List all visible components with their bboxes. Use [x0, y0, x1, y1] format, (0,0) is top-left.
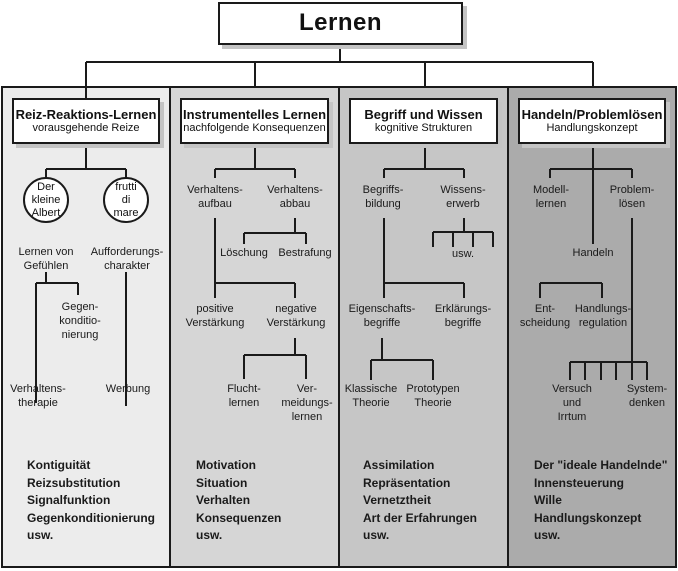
column-2-subtree: [214, 218, 307, 379]
summary-item: Der "ideale Handelnde": [534, 458, 668, 472]
column-2-connector: [214, 142, 296, 178]
node-modelllernen: Modell- lernen: [532, 184, 570, 210]
node-eigenschaftsbegriffe: Eigenschafts- begriffe: [348, 303, 416, 329]
summary-item: Verhalten: [196, 493, 251, 507]
column-1-summary: Kontiguität Reizsubstitution Signalfunkt…: [27, 457, 155, 545]
summary-item: Konsequenzen: [196, 510, 282, 525]
node-versuch-und-irrtum: Versuch und Irrtum: [552, 383, 592, 423]
node-vermeidungslernen: Ver- meidungs- lernen: [281, 383, 333, 423]
node-fluchtlernen: Flucht- lernen: [227, 383, 261, 409]
summary-item: Situation: [196, 475, 248, 490]
node-handlungsregulation: Handlungs- regulation: [574, 303, 632, 329]
summary-item: Repräsentation: [363, 475, 451, 490]
column-3-title: Begriff und Wissen: [364, 107, 483, 122]
root-connector: [85, 44, 594, 87]
node-gegenkonditionierung: Gegen- konditio- nierung: [59, 301, 101, 341]
column-1-connector: [45, 87, 127, 178]
column-4-subtitle: Handlungskonzept: [546, 122, 638, 134]
root-node: Lernen: [218, 2, 463, 45]
column-4-summary: Der "ideale Handelnde" Innensteuerung Wi…: [534, 457, 667, 545]
summary-item: Kontiguität: [27, 458, 91, 472]
node-positive-verstaerkung: positive Verstärkung: [185, 303, 245, 329]
node-problemloesen: Problem- lösen: [609, 184, 655, 210]
summary-item: Motivation: [196, 458, 256, 472]
example-circle-albert: Der kleine Albert: [23, 177, 69, 223]
root-title: Lernen: [298, 9, 382, 36]
summary-item: usw.: [196, 528, 223, 542]
summary-item: usw.: [363, 528, 390, 542]
node-entscheidung: Ent- scheidung: [519, 303, 571, 329]
column-3-summary: Assimilation Repräsentation Vernetztheit…: [363, 457, 477, 545]
column-1-subtitle: vorausgehende Reize: [32, 122, 140, 134]
summary-item: Assimilation: [363, 458, 435, 472]
node-lernen-von-gefuehlen: Lernen von Gefühlen: [18, 246, 74, 272]
summary-item: Vernetztheit: [363, 493, 432, 507]
column-4-connector: [549, 142, 633, 244]
node-klassische-theorie: Klassische Theorie: [344, 383, 398, 409]
node-werbung: Werbung: [105, 383, 151, 395]
column-1-subtree: [35, 272, 127, 406]
summary-item: Gegenkonditionierung: [27, 510, 155, 525]
node-verhaltensaufbau: Verhaltens- aufbau: [187, 184, 243, 210]
summary-item: usw.: [534, 528, 561, 542]
column-3-connector: [383, 142, 465, 178]
node-systemdenken: System- denken: [626, 383, 668, 409]
column-2-title: Instrumentelles Lernen: [182, 107, 327, 122]
node-negative-verstaerkung: negative Verstärkung: [266, 303, 326, 329]
summary-item: usw.: [27, 528, 54, 542]
example-circle-frutti: frutti di mare: [103, 177, 149, 223]
node-begriffsbildung: Begriffs- bildung: [362, 184, 404, 210]
column-3-panel: [338, 86, 509, 568]
summary-item: Handlungskonzept: [534, 510, 642, 525]
summary-item: Art der Erfahrungen: [363, 510, 478, 525]
node-wissenserwerb: Wissens- erwerb: [440, 184, 486, 210]
column-3-subtitle: kognitive Strukturen: [374, 122, 473, 134]
column-2-header: Instrumentelles Lernen nachfolgende Kons…: [180, 98, 329, 144]
node-verhaltenstherapie: Verhaltens- therapie: [10, 383, 66, 409]
column-2-subtitle: nachfolgende Konsequenzen: [183, 122, 326, 134]
column-1-title: Reiz-Reaktions-Lernen: [15, 107, 157, 122]
node-erklaerungsbegriffe: Erklärungs- begriffe: [434, 303, 492, 329]
summary-item: Signalfunktion: [27, 493, 111, 507]
column-4-subtree: [539, 218, 648, 380]
summary-item: Wille: [534, 493, 562, 507]
node-usw-wissen: usw.: [451, 248, 475, 260]
column-3-subtree: [370, 218, 494, 380]
node-bestrafung: Bestrafung: [278, 247, 332, 259]
column-3-header: Begriff und Wissen kognitive Strukturen: [349, 98, 498, 144]
column-2-summary: Motivation Situation Verhalten Konsequen…: [196, 457, 281, 545]
node-aufforderungscharakter: Aufforderungs- charakter: [90, 246, 164, 272]
column-4-header: Handeln/Problemlösen Handlungskonzept: [518, 98, 666, 144]
summary-item: Innensteuerung: [534, 475, 625, 490]
node-prototypen-theorie: Prototypen Theorie: [406, 383, 460, 409]
summary-item: Reizsubstitution: [27, 475, 121, 490]
column-1-header: Reiz-Reaktions-Lernen vorausgehende Reiz…: [12, 98, 160, 144]
column-4-title: Handeln/Problemlösen: [521, 107, 663, 122]
node-verhaltensabbau: Verhaltens- abbau: [267, 184, 323, 210]
node-loeschung: Löschung: [220, 247, 268, 259]
node-handeln: Handeln: [572, 247, 614, 259]
